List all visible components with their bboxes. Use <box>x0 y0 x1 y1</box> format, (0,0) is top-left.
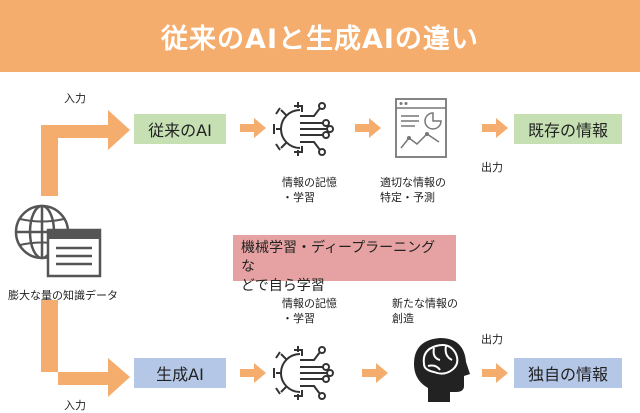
chart-report-icon <box>395 98 447 158</box>
training-note-box: 機械学習・ディープラーニングな どで自ら学習 <box>233 235 456 294</box>
bottom-arrow-3 <box>482 363 508 383</box>
upper-input-arrow <box>41 110 130 196</box>
title-banner: 従来のAIと生成AIの違い <box>0 0 640 72</box>
bottom-input-label: 入力 <box>64 399 86 412</box>
top-arrow-3 <box>482 118 508 138</box>
bottom-step2-line1: 新たな情報の <box>392 297 458 310</box>
top-step1-line1: 情報の記憶 <box>282 176 337 189</box>
top-step2-line1: 適切な情報の <box>380 176 446 189</box>
bottom-step2-line2: 創造 <box>392 312 414 325</box>
globe-browser-icon <box>14 204 102 278</box>
bottom-step1-line2: ・学習 <box>282 312 315 325</box>
top-arrow-1 <box>240 118 266 138</box>
bottom-step1-line1: 情報の記憶 <box>282 297 337 310</box>
knowledge-source-caption: 膨大な量の知識データ <box>8 289 118 302</box>
bottom-arrow-1 <box>240 363 266 383</box>
bottom-arrow-2 <box>362 363 388 383</box>
original-info-box: 独自の情報 <box>514 358 622 388</box>
gear-circuit-icon <box>273 346 334 400</box>
generative-ai-box: 生成AI <box>134 358 226 388</box>
diagram-title: 従来のAIと生成AIの違い <box>161 23 479 55</box>
top-step2-line2: 特定・予測 <box>380 191 435 204</box>
traditional-ai-box: 従来のAI <box>134 114 226 144</box>
bottom-output-label: 出力 <box>481 333 503 346</box>
top-output-label: 出力 <box>481 161 503 174</box>
brain-head-icon <box>414 338 470 402</box>
existing-info-box: 既存の情報 <box>514 114 622 144</box>
training-note-line2: どで自ら学習 <box>241 278 325 294</box>
top-arrow-2 <box>355 118 381 138</box>
training-note-line1: 機械学習・ディープラーニングな <box>241 240 436 275</box>
gear-circuit-icon <box>273 102 334 156</box>
top-step1-line2: ・学習 <box>282 191 315 204</box>
lower-input-arrow <box>41 300 130 397</box>
top-input-label: 入力 <box>64 92 86 105</box>
